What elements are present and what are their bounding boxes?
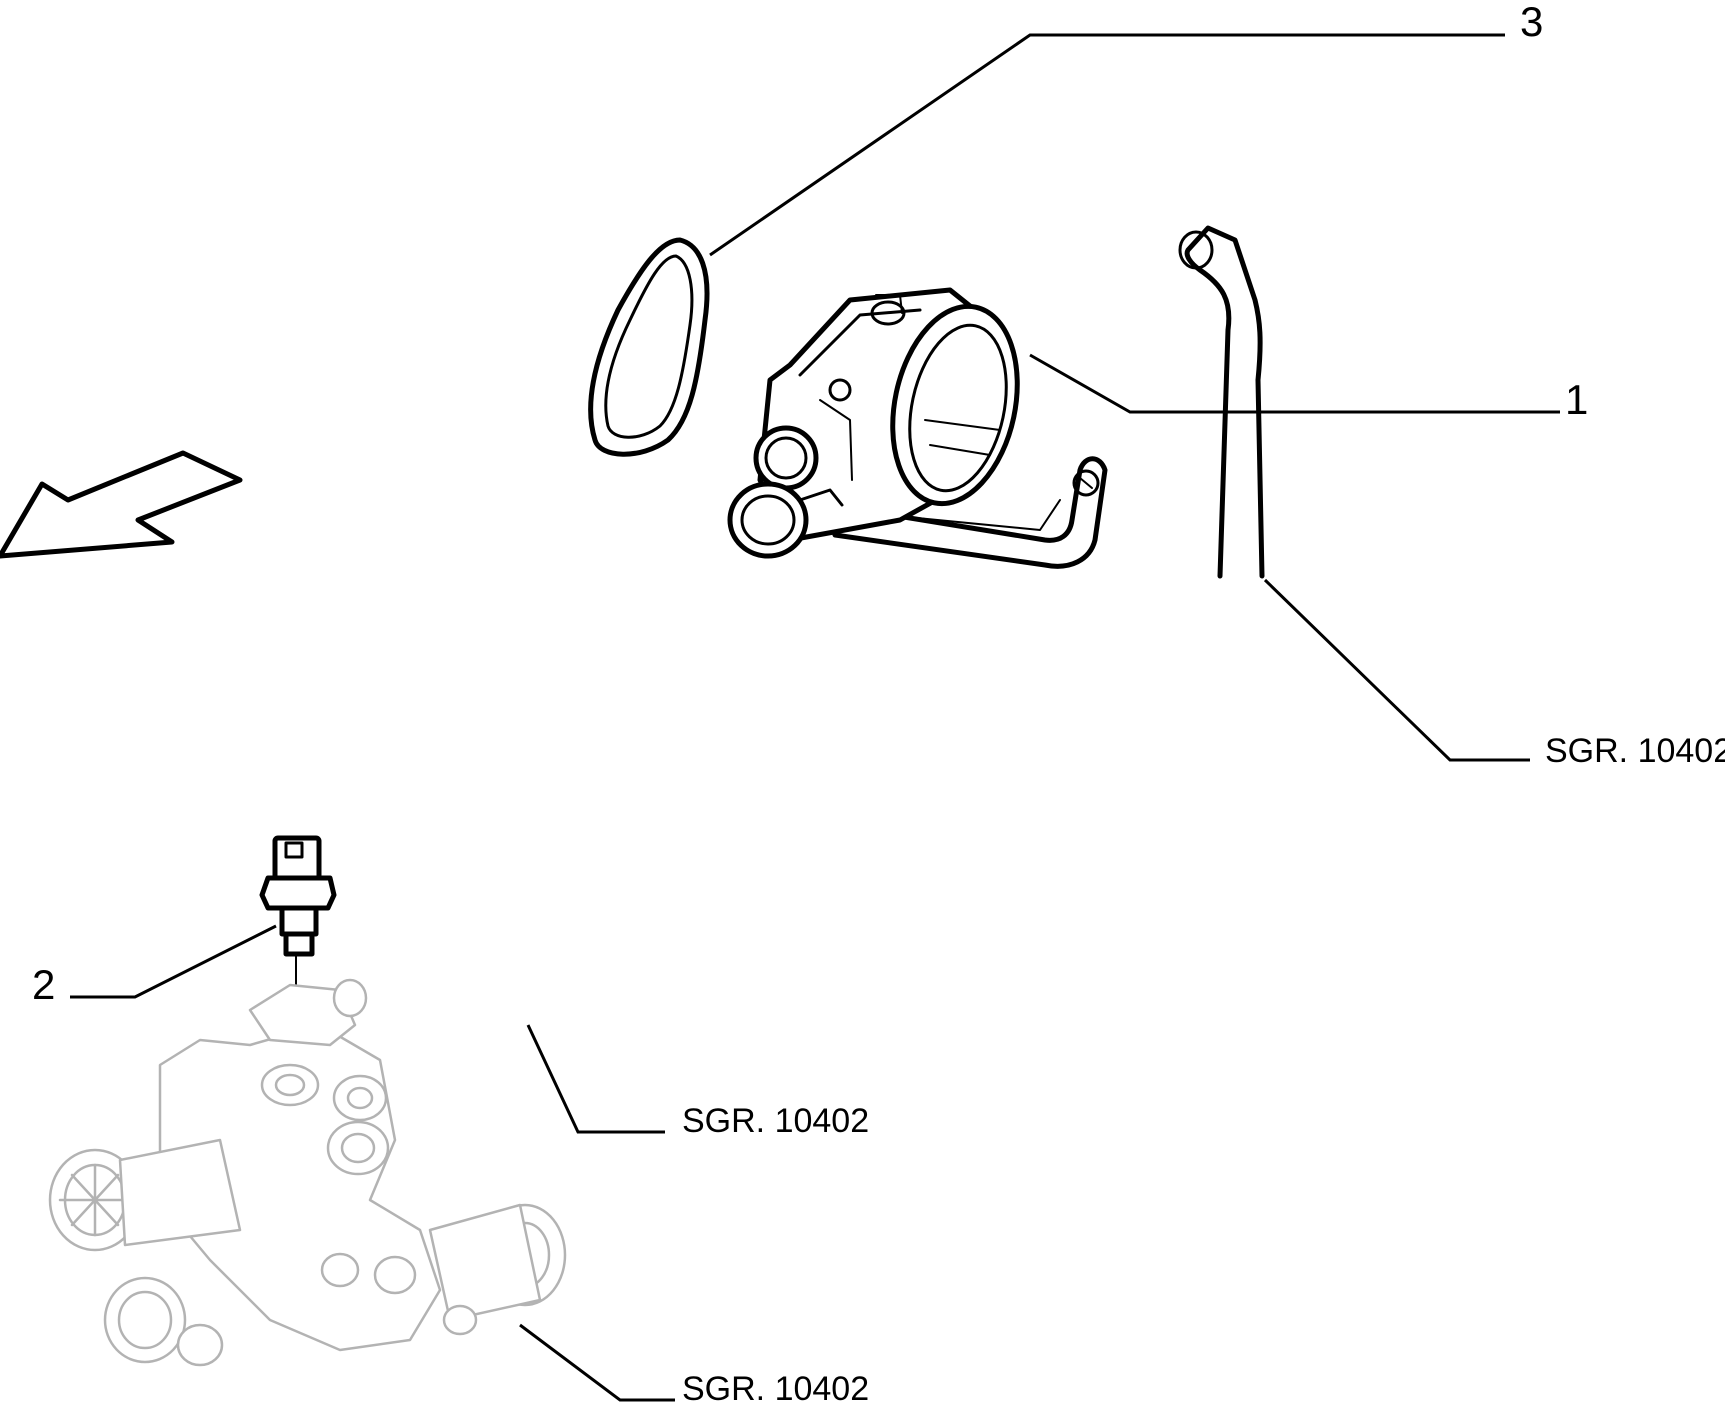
thermostat-housing[interactable] (48, 978, 567, 1367)
leader-hose-center (526, 1024, 665, 1134)
ref-label-hose-right: SGR. 10402 (1545, 732, 1725, 770)
gasket-ring[interactable] (588, 237, 710, 457)
leader-housing (519, 1323, 675, 1402)
callout-number-2: 2 (32, 961, 55, 1008)
ref-label-hose-center: SGR. 10402 (682, 1102, 869, 1140)
throttle-body[interactable] (727, 287, 1108, 569)
leader-part-2 (70, 924, 277, 999)
temperature-sensor[interactable] (259, 835, 337, 1041)
leader-part-1 (1029, 353, 1560, 414)
leader-hose-right (1263, 578, 1530, 762)
ref-label-housing: SGR. 10402 (682, 1370, 869, 1404)
leader-lines (70, 33, 1560, 1402)
leader-part-3 (709, 33, 1505, 257)
callout-number-3: 3 (1520, 0, 1543, 45)
callout-number-1: 1 (1565, 376, 1588, 423)
hose-center[interactable] (418, 613, 662, 1018)
hose-right[interactable] (1178, 225, 1265, 579)
direction-arrow-icon (0, 450, 243, 559)
